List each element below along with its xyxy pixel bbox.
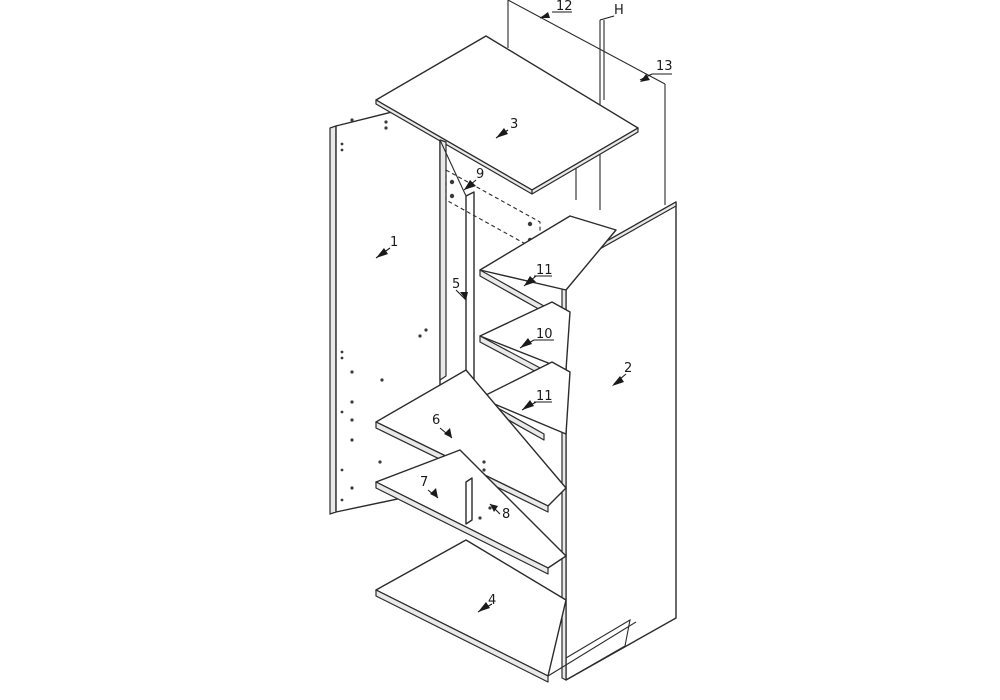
divider-8 (465, 477, 492, 525)
shelf-11-upper (479, 215, 617, 313)
label-part-10: 10 (536, 327, 553, 342)
label-hardware-h: H (614, 3, 624, 18)
label-part-3: 3 (510, 117, 518, 132)
label-part-12: 12 (556, 0, 573, 14)
label-part-4: 4 (488, 593, 496, 608)
label-part-7: 7 (420, 475, 428, 490)
back-panel-12 (507, 0, 666, 100)
label-part-1: 1 (390, 235, 398, 250)
label-part-8: 8 (502, 507, 510, 522)
top-panel-3 (375, 35, 639, 195)
label-part-5: 5 (452, 277, 460, 292)
leader-lines (375, 12, 653, 613)
label-part-13: 13 (656, 59, 673, 74)
label-part-6: 6 (432, 413, 440, 428)
side-panel-1 (329, 99, 441, 515)
label-part-11-lower: 11 (536, 389, 553, 404)
label-part-11-upper: 11 (536, 263, 553, 278)
label-part-9: 9 (476, 167, 484, 182)
bottom-panel-4 (375, 539, 637, 683)
label-part-2: 2 (624, 361, 632, 376)
